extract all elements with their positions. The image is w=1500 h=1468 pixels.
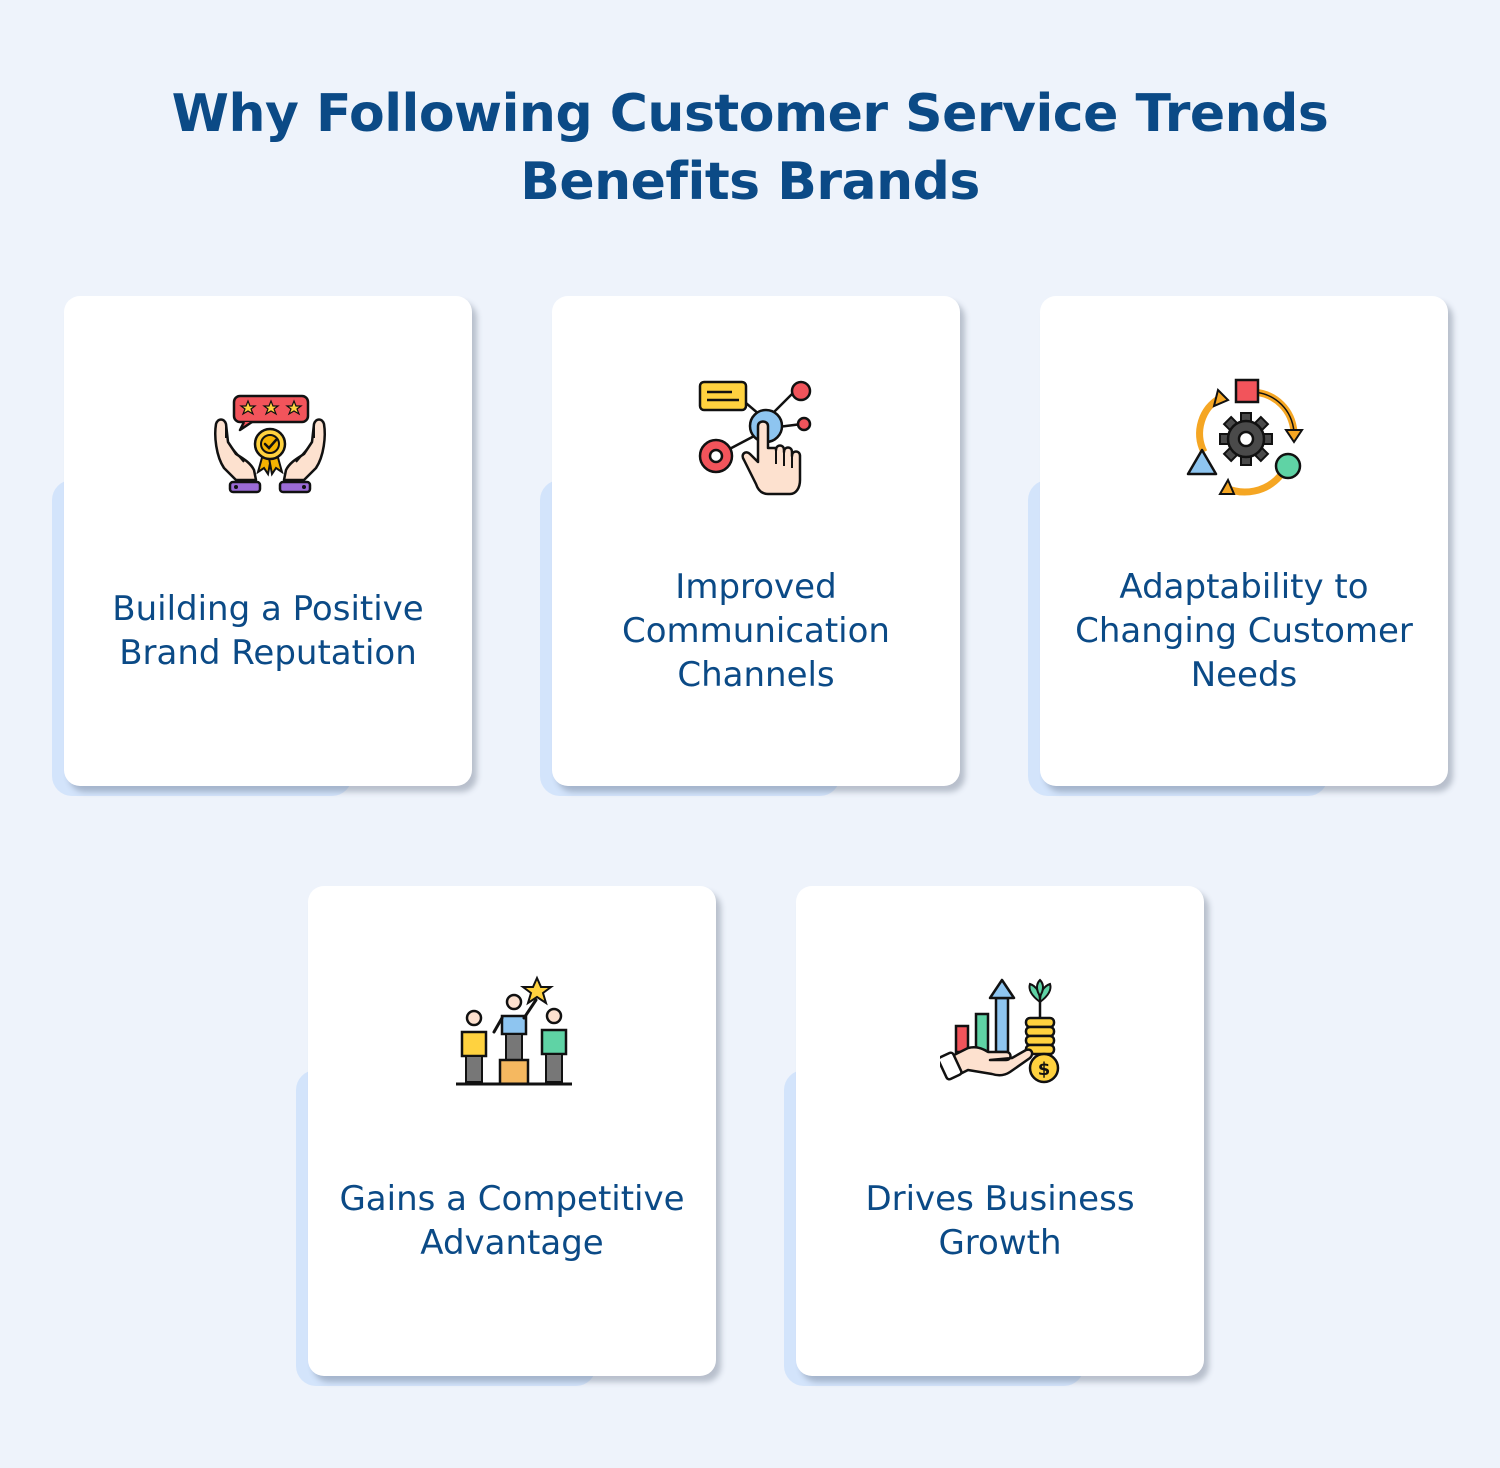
- card-competitive-advantage: Gains a Competitive Advantage: [296, 886, 718, 1390]
- card-label: Drives Business Growth: [865, 1179, 1135, 1263]
- title-line-1: Why Following Customer Service Trends: [171, 84, 1329, 144]
- card-body: Gains a Competitive Advantage: [308, 886, 716, 1376]
- page-title: Why Following Customer Service Trends Be…: [0, 80, 1500, 216]
- card-adaptability: Adaptability to Changing Customer Needs: [1028, 296, 1450, 800]
- business-growth-chart-coins-icon: $: [940, 966, 1064, 1096]
- card-label: Building a Positive Brand Reputation: [112, 589, 424, 673]
- card-body: Building a Positive Brand Reputation: [64, 296, 472, 786]
- card-brand-reputation: Building a Positive Brand Reputation: [52, 296, 474, 800]
- card-business-growth: $ Drives Business Growth: [784, 886, 1206, 1390]
- card-label: Gains a Competitive Advantage: [339, 1179, 685, 1263]
- title-line-2: Benefits Brands: [520, 152, 980, 212]
- card-communication-channels: Improved Communication Channels: [540, 296, 962, 800]
- card-body: $ Drives Business Growth: [796, 886, 1204, 1376]
- competitive-podium-icon: [452, 966, 576, 1096]
- svg-text:$: $: [1038, 1059, 1051, 1080]
- adaptability-gear-cycle-icon: [1184, 376, 1308, 506]
- card-label: Adaptability to Changing Customer Needs: [1075, 567, 1413, 695]
- card-body: Adaptability to Changing Customer Needs: [1040, 296, 1448, 786]
- card-label: Improved Communication Channels: [622, 567, 890, 695]
- reputation-award-hands-icon: [208, 376, 332, 506]
- card-body: Improved Communication Channels: [552, 296, 960, 786]
- communication-network-touch-icon: [696, 376, 820, 506]
